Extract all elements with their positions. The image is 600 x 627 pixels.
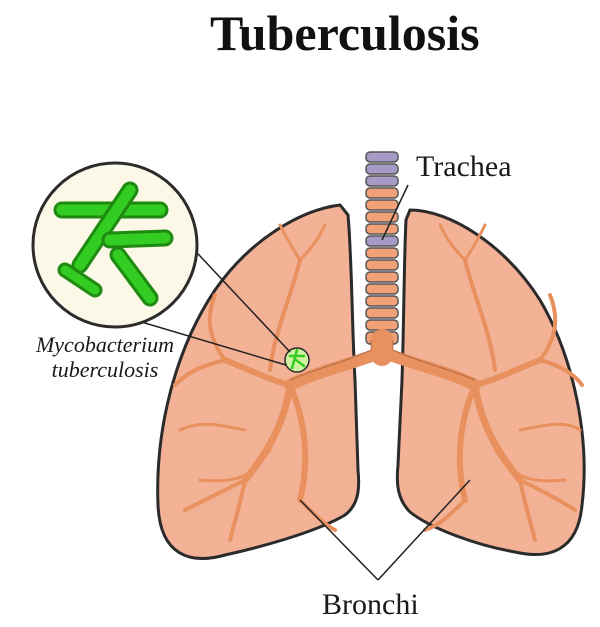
trachea-label: Trachea xyxy=(416,150,512,184)
mycobacterium-label-line2: tuberculosis xyxy=(20,357,190,382)
mycobacterium-label: Mycobacterium tuberculosis xyxy=(20,332,190,382)
bronchi-label: Bronchi xyxy=(322,588,419,622)
magnifier-circle xyxy=(33,163,197,327)
trachea xyxy=(366,152,398,344)
mycobacterium-label-line1: Mycobacterium xyxy=(20,332,190,357)
